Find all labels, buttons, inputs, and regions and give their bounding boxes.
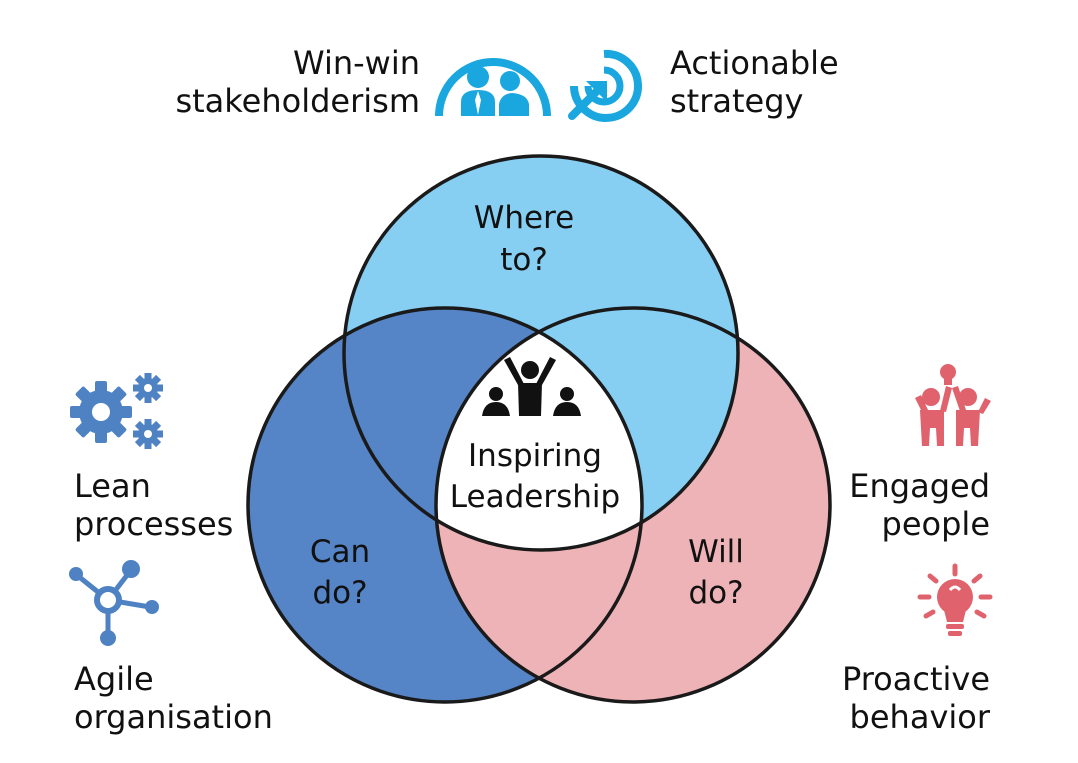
proactive-behavior-label: Proactive behavior xyxy=(842,660,990,736)
target-arrow-icon xyxy=(568,49,642,122)
engaged-people-label: Engaged people xyxy=(849,467,990,543)
top-circle-label-2: to? xyxy=(500,242,548,278)
engaged-people-label-line1: Engaged xyxy=(849,467,990,505)
top-circle-outline xyxy=(342,154,740,552)
network-icon xyxy=(69,560,159,646)
agile-organisation-label-line1: Agile xyxy=(74,660,154,698)
team-celebrate-icon xyxy=(482,357,581,416)
stakeholders-icon xyxy=(435,58,551,117)
win-win-label-line2: stakeholderism xyxy=(175,82,420,120)
agile-organisation-label: Agile organisation xyxy=(74,660,273,736)
actionable-strategy-label: Actionable strategy xyxy=(670,44,839,120)
win-win-label: Win-win stakeholderism xyxy=(175,44,420,120)
win-win-label-line1: Win-win xyxy=(293,44,420,82)
high-five-icon xyxy=(915,364,991,446)
center-label-1: Inspiring xyxy=(468,438,602,474)
center-label-2: Leadership xyxy=(450,479,620,515)
agile-organisation-label-line2: organisation xyxy=(74,698,273,736)
left-circle-outline xyxy=(246,306,644,704)
left-circle-label-2: do? xyxy=(312,575,367,611)
engaged-people-label-line2: people xyxy=(881,505,990,543)
actionable-strategy-label-line1: Actionable xyxy=(670,44,839,82)
top-circle-label-1: Where xyxy=(474,200,575,236)
gears-icon xyxy=(70,373,163,449)
right-circle-outline xyxy=(434,306,832,704)
proactive-behavior-label-line1: Proactive xyxy=(841,660,990,698)
lightbulb-icon xyxy=(917,563,993,636)
lean-processes-label: Lean processes xyxy=(74,467,233,543)
lean-processes-label-line1: Lean xyxy=(74,467,151,505)
right-circle-label-1: Will xyxy=(688,534,744,570)
left-circle-label-1: Can xyxy=(310,534,370,570)
right-circle-label-2: do? xyxy=(688,575,743,611)
proactive-behavior-label-line2: behavior xyxy=(849,698,990,736)
actionable-strategy-label-line2: strategy xyxy=(670,82,804,120)
lean-processes-label-line2: processes xyxy=(74,505,234,543)
